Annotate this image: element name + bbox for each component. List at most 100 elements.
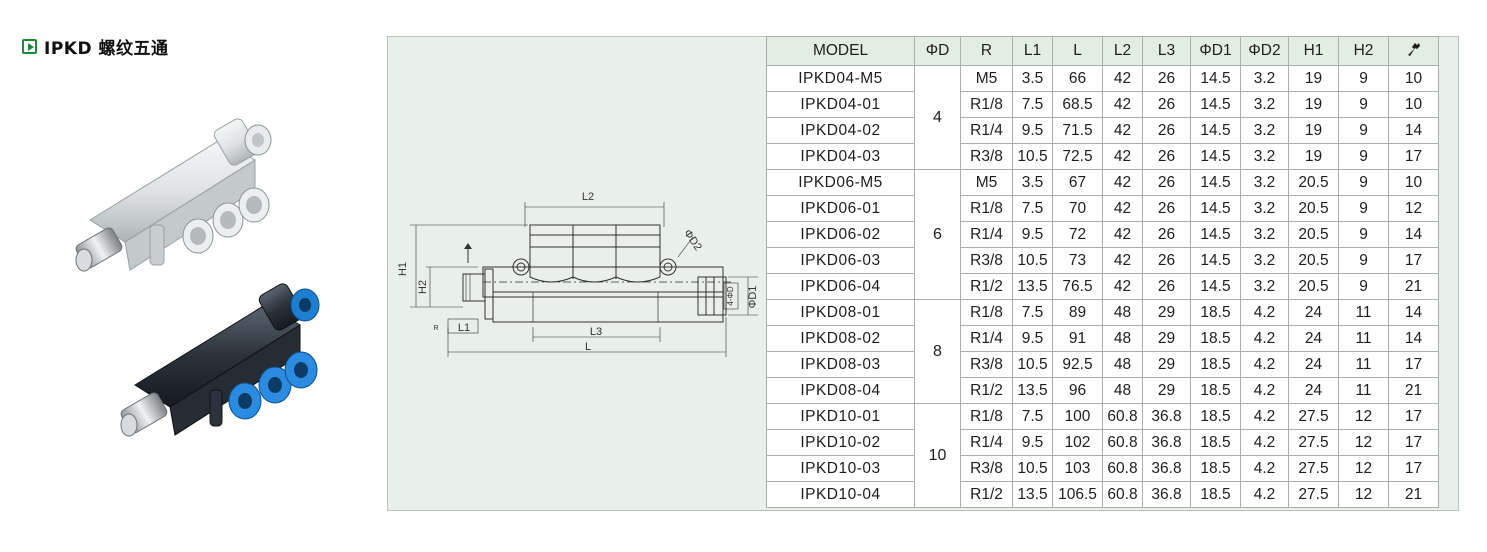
- cell-l3: 29: [1142, 325, 1191, 352]
- cell-model: IPKD10-03: [766, 455, 915, 482]
- cell-d1: 14.5: [1190, 143, 1241, 170]
- cell-l2: 48: [1102, 325, 1143, 352]
- cell-d2: 3.2: [1240, 195, 1289, 222]
- cell-wrench: 14: [1388, 117, 1439, 144]
- cell-d1: 14.5: [1190, 117, 1241, 144]
- cell-h1: 27.5: [1288, 429, 1339, 456]
- cell-l3: 26: [1142, 169, 1191, 196]
- cell-l2: 42: [1102, 65, 1143, 92]
- cell-wrench: 21: [1388, 481, 1439, 508]
- cell-r: R1/2: [960, 481, 1013, 508]
- cell-l: 76.5: [1052, 273, 1103, 300]
- col-d2: ΦD2: [1240, 36, 1289, 66]
- cell-h2: 11: [1338, 299, 1389, 326]
- cell-l3: 26: [1142, 221, 1191, 248]
- col-l: L: [1052, 36, 1103, 66]
- cell-r: R1/4: [960, 221, 1013, 248]
- cell-h1: 19: [1288, 117, 1339, 144]
- spec-table: MODEL ΦD R L1 L L2 L3 ΦD1 ΦD2 H1 H2 IPKD…: [766, 36, 1439, 508]
- cell-model: IPKD10-02: [766, 429, 915, 456]
- cell-h1: 20.5: [1288, 273, 1339, 300]
- cell-wrench: 10: [1388, 169, 1439, 196]
- cell-d2: 4.2: [1240, 325, 1289, 352]
- cell-l3: 26: [1142, 143, 1191, 170]
- cell-h2: 9: [1338, 117, 1389, 144]
- cell-d2: 3.2: [1240, 65, 1289, 92]
- cell-l1: 13.5: [1012, 481, 1053, 508]
- cell-l2: 60.8: [1102, 403, 1143, 430]
- cell-h2: 12: [1338, 429, 1389, 456]
- cell-wrench: 17: [1388, 143, 1439, 170]
- cell-h2: 9: [1338, 169, 1389, 196]
- cell-l2: 42: [1102, 273, 1143, 300]
- cell-l: 72: [1052, 221, 1103, 248]
- cell-l3: 36.8: [1142, 481, 1191, 508]
- cell-model: IPKD06-01: [766, 195, 915, 222]
- wrench-icon: [1407, 42, 1420, 56]
- cell-wrench: 14: [1388, 221, 1439, 248]
- cell-l1: 7.5: [1012, 91, 1053, 118]
- cell-h1: 27.5: [1288, 481, 1339, 508]
- cell-l2: 48: [1102, 299, 1143, 326]
- cell-wrench: 17: [1388, 403, 1439, 430]
- cell-l3: 29: [1142, 351, 1191, 378]
- cell-h2: 12: [1338, 455, 1389, 482]
- cell-d2: 4.2: [1240, 403, 1289, 430]
- cell-l1: 10.5: [1012, 351, 1053, 378]
- label-r: R: [433, 325, 438, 332]
- label-l: L: [585, 341, 591, 353]
- spec-panel: L2 L3 L L1 R H1 H2 ΦD2 ΦD1 4-ΦD MODEL ΦD…: [387, 36, 1459, 511]
- cell-l: 67: [1052, 169, 1103, 196]
- cell-h1: 27.5: [1288, 455, 1339, 482]
- cell-d1: 14.5: [1190, 273, 1241, 300]
- cell-l3: 29: [1142, 299, 1191, 326]
- label-l1: L1: [458, 322, 470, 334]
- cell-h2: 9: [1338, 91, 1389, 118]
- col-r: R: [960, 36, 1013, 66]
- cell-l: 66: [1052, 65, 1103, 92]
- cell-l: 102: [1052, 429, 1103, 456]
- cell-h1: 20.5: [1288, 195, 1339, 222]
- cell-l: 92.5: [1052, 351, 1103, 378]
- cell-model: IPKD04-03: [766, 143, 915, 170]
- grey-fitting: [75, 118, 272, 272]
- cell-l2: 60.8: [1102, 429, 1143, 456]
- cell-l2: 48: [1102, 351, 1143, 378]
- cell-wrench: 14: [1388, 325, 1439, 352]
- cell-d2: 4.2: [1240, 429, 1289, 456]
- cell-h2: 11: [1338, 377, 1389, 404]
- cell-d1: 18.5: [1190, 351, 1241, 378]
- cell-l3: 26: [1142, 247, 1191, 274]
- cell-model: IPKD08-03: [766, 351, 915, 378]
- cell-d1: 18.5: [1190, 403, 1241, 430]
- label-l3: L3: [590, 326, 602, 338]
- cell-h2: 9: [1338, 247, 1389, 274]
- cell-l2: 48: [1102, 377, 1143, 404]
- cell-wrench: 17: [1388, 351, 1439, 378]
- cell-l1: 9.5: [1012, 117, 1053, 144]
- cell-h2: 12: [1338, 403, 1389, 430]
- cell-d2: 4.2: [1240, 351, 1289, 378]
- cell-model: IPKD08-04: [766, 377, 915, 404]
- col-d1: ΦD1: [1190, 36, 1241, 66]
- cell-r: R1/4: [960, 429, 1013, 456]
- cell-h2: 11: [1338, 351, 1389, 378]
- cell-d1: 14.5: [1190, 65, 1241, 92]
- cell-model: IPKD10-04: [766, 481, 915, 508]
- cell-d2: 3.2: [1240, 273, 1289, 300]
- label-h1: H1: [397, 262, 409, 276]
- cell-h1: 24: [1288, 351, 1339, 378]
- section-title: IPKD 螺纹五通: [22, 34, 169, 59]
- table-header-row: MODEL ΦD R L1 L L2 L3 ΦD1 ΦD2 H1 H2: [766, 36, 1439, 66]
- cell-r: R1/8: [960, 403, 1013, 430]
- cell-h1: 20.5: [1288, 221, 1339, 248]
- wrench-marker-icon: [464, 243, 472, 249]
- cell-model: IPKD06-02: [766, 221, 915, 248]
- cell-r: R1/8: [960, 195, 1013, 222]
- cell-r: R1/2: [960, 377, 1013, 404]
- cell-l: 91: [1052, 325, 1103, 352]
